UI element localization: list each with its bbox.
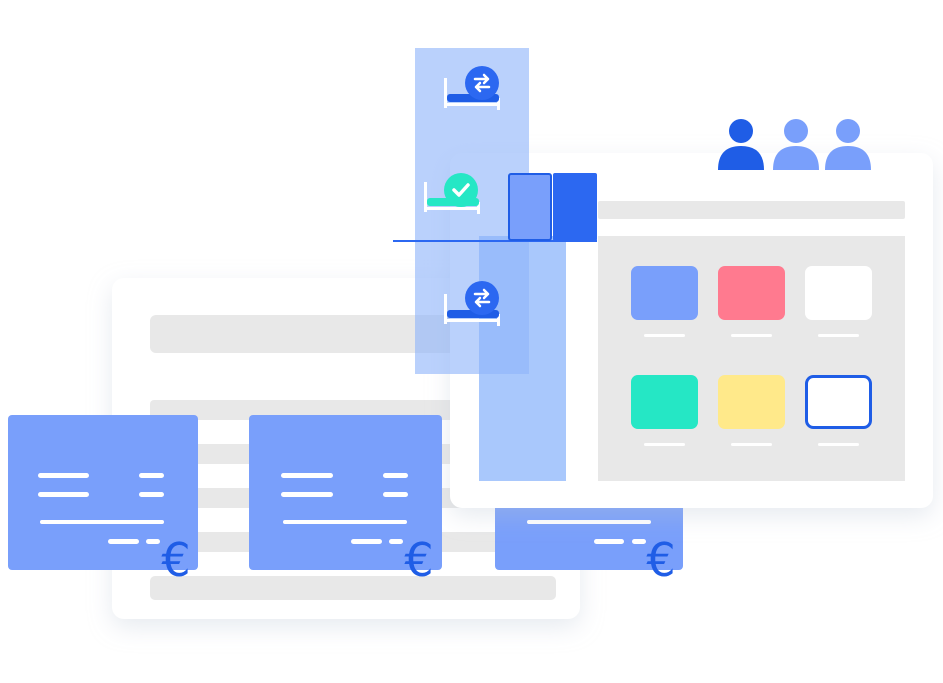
timeline-bar-light <box>508 173 552 241</box>
bed-frame <box>444 319 500 322</box>
room-tile[interactable] <box>805 266 872 337</box>
check-icon <box>444 173 478 207</box>
invoice-line <box>146 539 160 544</box>
invoice-card-body <box>249 415 442 570</box>
room-tile[interactable] <box>718 266 785 337</box>
room-tile-label-line <box>644 334 685 337</box>
room-tile-body <box>718 266 785 320</box>
invoice-line <box>594 539 624 544</box>
room-tile[interactable] <box>718 375 785 446</box>
room-tile-body <box>718 375 785 429</box>
room-tile-body <box>631 266 698 320</box>
timeline-bar-dark <box>553 173 597 241</box>
invoice-line <box>281 492 333 497</box>
bed-frame <box>424 207 480 210</box>
invoice-line <box>38 473 89 478</box>
user-icon <box>773 119 819 170</box>
user-icon <box>718 119 764 170</box>
room-tile-label-line <box>731 334 772 337</box>
invoice-line <box>38 492 89 497</box>
room-tile[interactable] <box>631 266 698 337</box>
euro-sign: € <box>404 533 433 587</box>
invoice-line <box>389 539 403 544</box>
invoice-card: € <box>495 490 683 587</box>
invoice-line <box>40 520 164 524</box>
invoice-card: € <box>249 415 442 587</box>
euro-sign: € <box>646 533 675 587</box>
room-tile[interactable] <box>805 375 872 447</box>
invoice-line <box>383 473 408 478</box>
invoice-line <box>383 492 408 497</box>
room-tile-label-line <box>644 443 685 446</box>
room-tile-label-line <box>818 334 859 337</box>
invoice-line <box>351 539 382 544</box>
user-icon <box>825 119 871 170</box>
bed-icon <box>444 66 500 110</box>
bed-headboard <box>444 78 447 108</box>
bed-timeline-column <box>393 48 597 374</box>
room-tile-label-line <box>731 443 772 446</box>
room-tile[interactable] <box>631 375 698 446</box>
invoice-line <box>527 520 651 524</box>
invoice-line <box>108 539 139 544</box>
list-row-placeholder <box>150 576 556 600</box>
bed-frame <box>444 103 500 106</box>
timeline-baseline <box>393 240 597 242</box>
invoice-line <box>281 473 333 478</box>
invoice-line <box>283 520 407 524</box>
room-tiles <box>631 266 872 446</box>
invoice-card-body <box>8 415 198 570</box>
bed-list <box>424 66 500 326</box>
swap-arrows-icon <box>465 66 499 100</box>
window-toolbar-placeholder <box>598 201 905 219</box>
room-tile-body <box>805 266 872 320</box>
bed-headboard <box>444 294 447 324</box>
invoice-line <box>632 539 646 544</box>
room-tile-body <box>631 375 698 429</box>
room-tile-body <box>805 375 872 429</box>
invoice-line <box>139 492 164 497</box>
euro-sign: € <box>161 533 190 587</box>
invoice-card: € <box>8 415 198 587</box>
invoice-card-body <box>495 490 683 570</box>
user-group <box>718 119 871 170</box>
bed-headboard <box>424 182 427 212</box>
invoice-line <box>139 473 164 478</box>
swap-arrows-icon <box>465 281 499 315</box>
bed-icon <box>424 173 480 214</box>
room-tile-label-line <box>818 443 859 446</box>
bed-icon <box>444 281 500 326</box>
